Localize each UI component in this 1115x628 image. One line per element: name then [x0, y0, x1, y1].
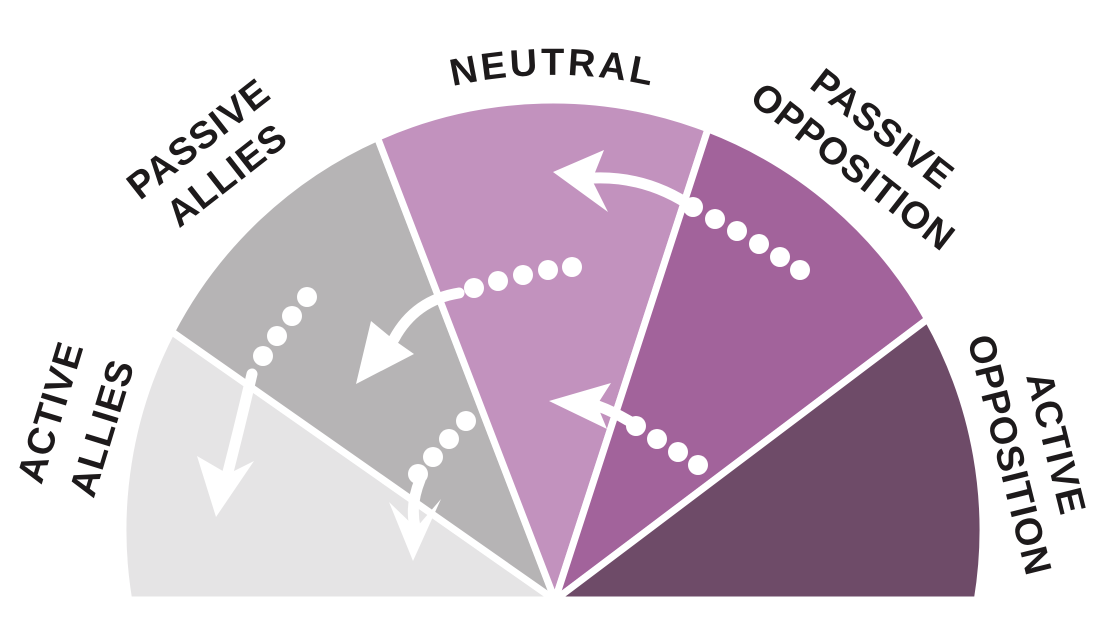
- dot-trail: [464, 278, 484, 298]
- arrow-shaft: [588, 172, 700, 214]
- dot-trail: [668, 442, 688, 462]
- dot-trail: [727, 221, 747, 241]
- arrow-head: [553, 150, 608, 212]
- dot-trail: [770, 247, 790, 267]
- arrow-shaft: [592, 400, 635, 427]
- arrow-shaft: [222, 368, 258, 478]
- label-neutral-text: NEUTRAL: [446, 42, 657, 95]
- movement-arrow-passive-allies-to-active-allies-upper: [197, 287, 317, 517]
- wedge-active-opposition: [551, 315, 987, 604]
- arrow-shaft: [407, 474, 426, 533]
- dot-trail: [297, 287, 317, 307]
- dot-trail: [488, 271, 508, 291]
- movement-arrow-passive-opposition-to-neutral-lower: [549, 383, 708, 475]
- arrow-head: [389, 499, 441, 561]
- dot-trail: [688, 455, 708, 475]
- arrow-shaft: [388, 287, 465, 345]
- arrow-head: [549, 383, 611, 429]
- dot-trail: [538, 260, 558, 280]
- dot-trail: [253, 346, 273, 366]
- dot-trail: [282, 306, 302, 326]
- dot-trail: [705, 209, 725, 229]
- wedge-neutral: [373, 96, 712, 604]
- dot-trail: [267, 326, 287, 346]
- wedge-passive-opposition: [551, 125, 932, 604]
- dot-trail: [647, 429, 667, 449]
- dot-trail: [513, 265, 533, 285]
- label-neutral: NEUTRAL: [446, 42, 660, 95]
- movement-arrow-passive-allies-to-active-allies-lower: [389, 411, 476, 561]
- arrow-head: [197, 456, 254, 517]
- dot-trail: [423, 447, 443, 467]
- movement-arrow-passive-opposition-to-neutral-upper: [553, 150, 810, 280]
- wedge-active-allies: [119, 328, 559, 604]
- dot-trail: [749, 234, 769, 254]
- dot-trail: [790, 260, 810, 280]
- arrow-head: [356, 321, 414, 384]
- dot-trail: [562, 257, 582, 277]
- movement-arrow-neutral-to-passive-allies: [356, 257, 582, 384]
- dot-trail: [456, 411, 476, 431]
- dot-trail: [439, 429, 459, 449]
